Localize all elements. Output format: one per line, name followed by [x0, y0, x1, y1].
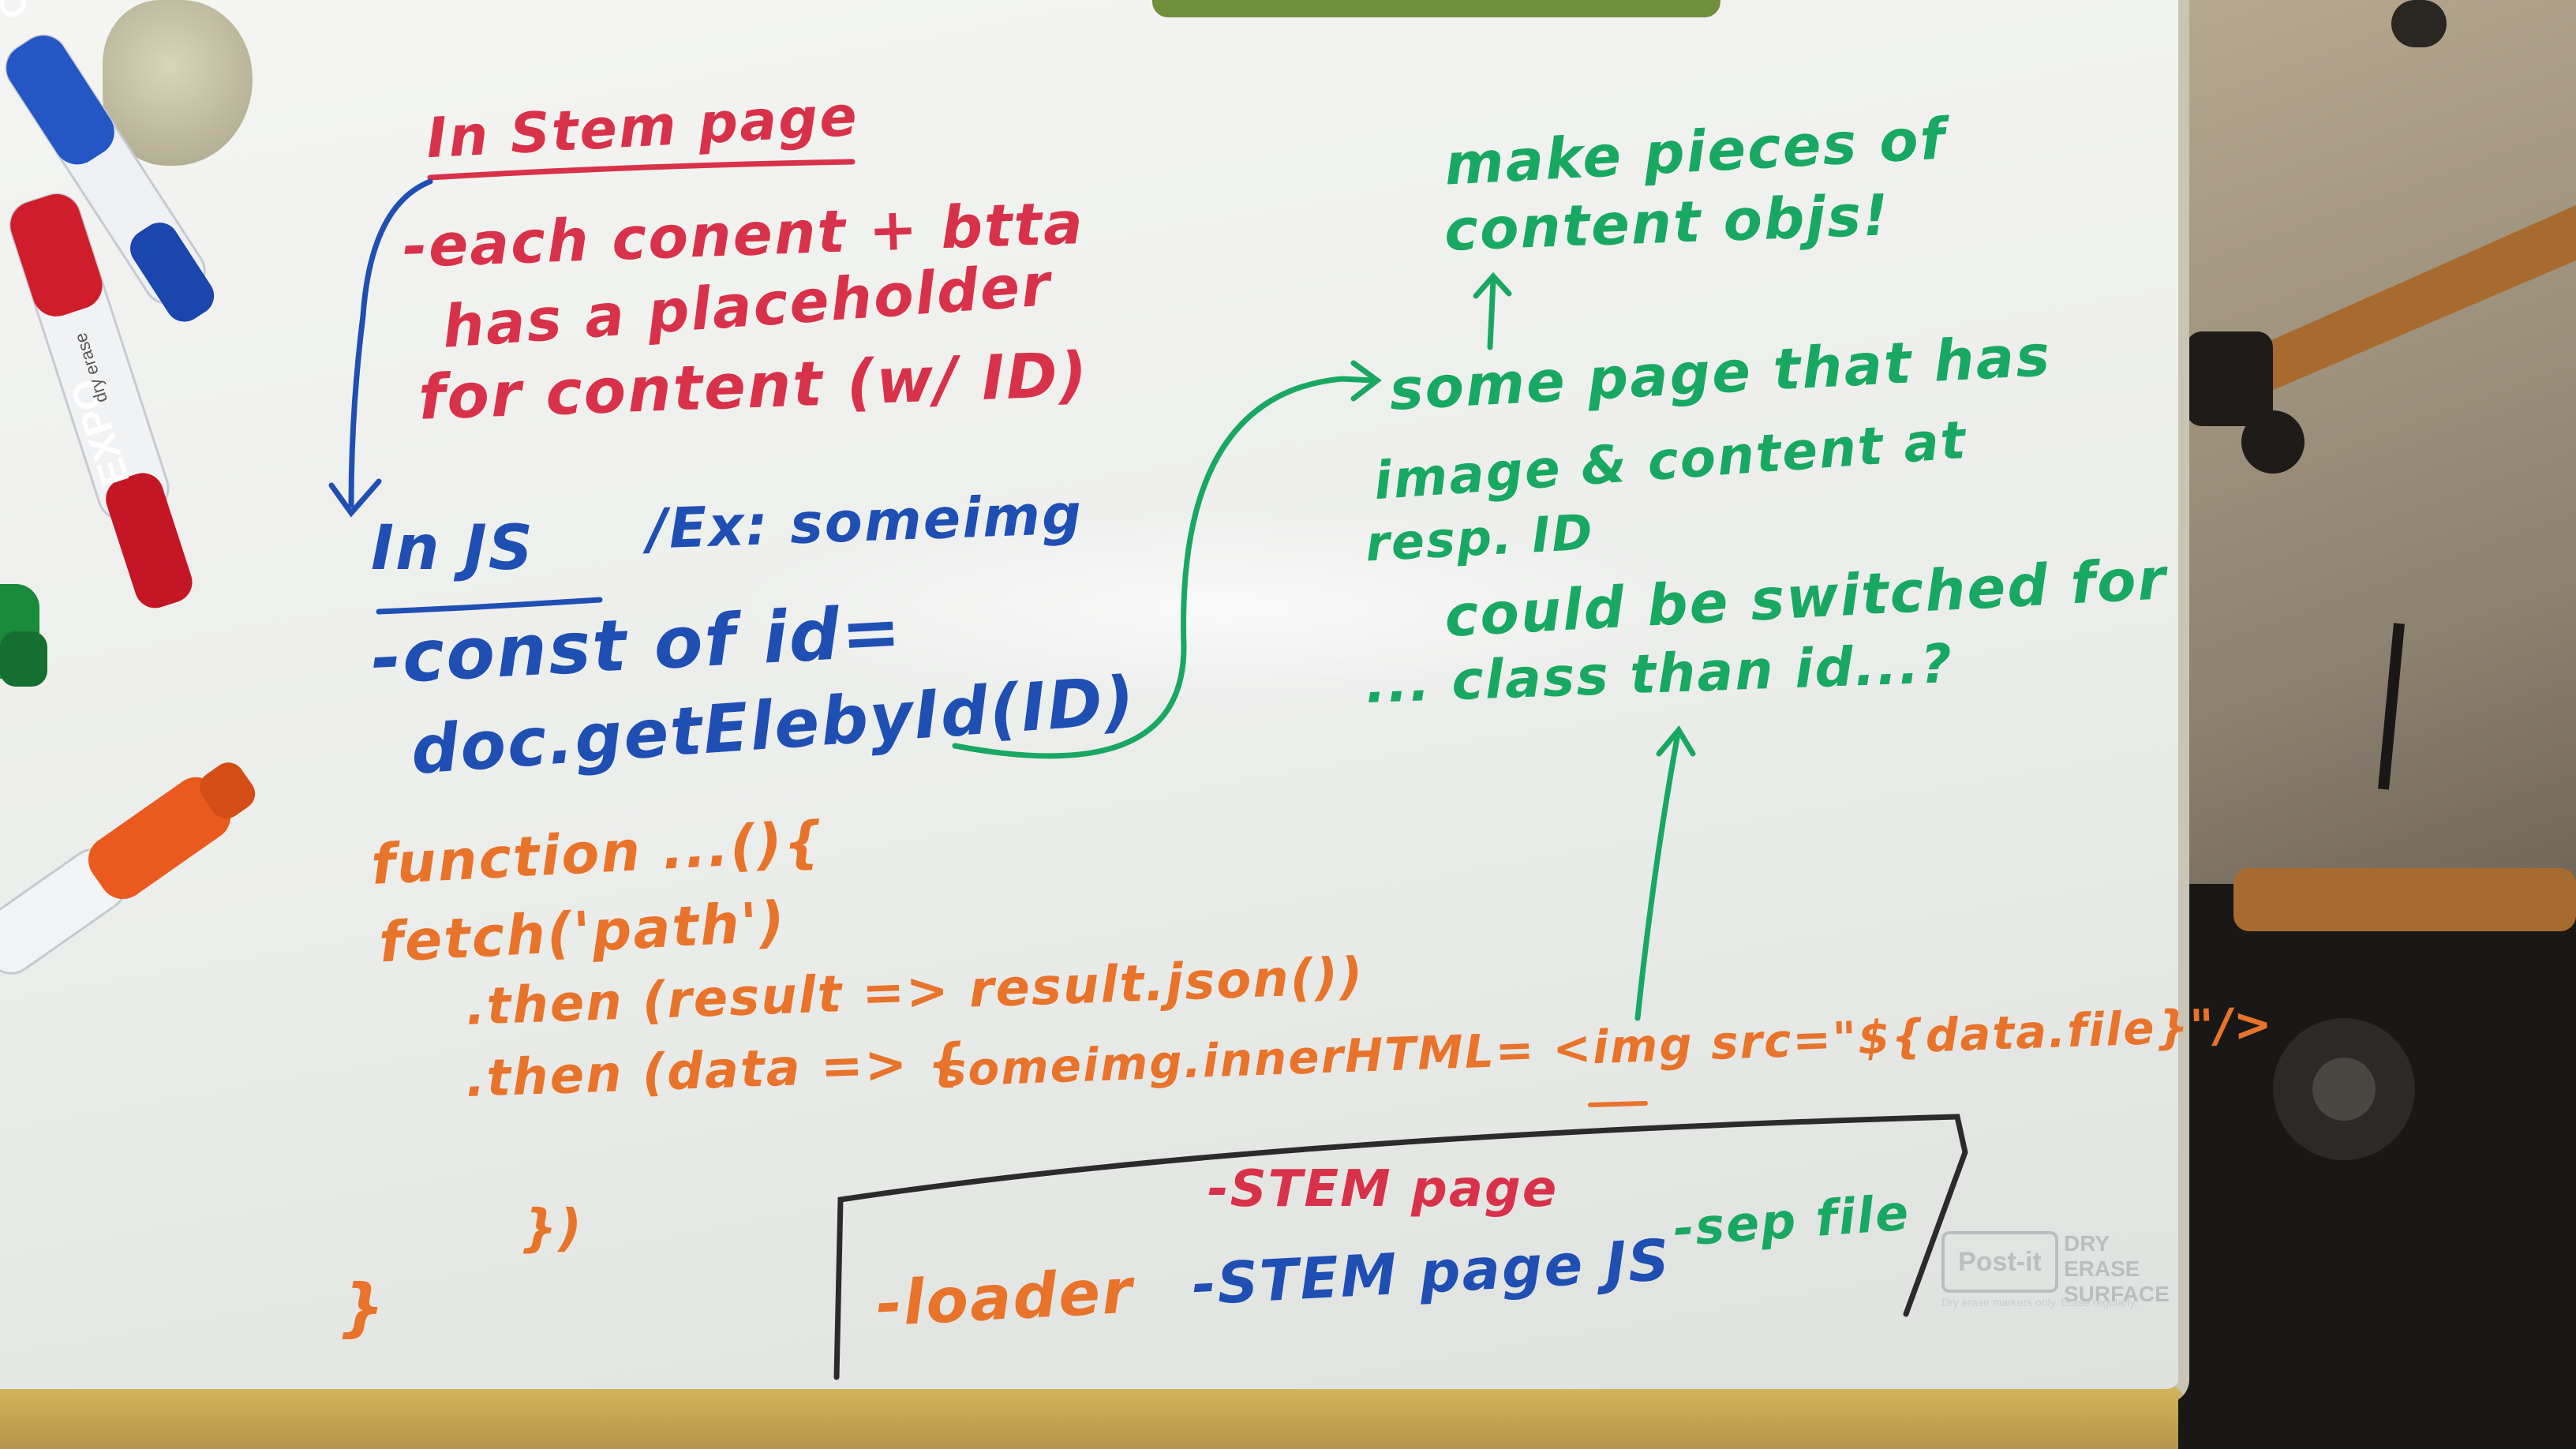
green-up-arrow	[1487, 277, 1496, 350]
red-marker: EXPO dry erase	[9, 193, 193, 608]
blue-bracket-arrow	[348, 178, 433, 508]
green-long-arrowhead	[1656, 724, 1696, 757]
orange-line-7: }	[339, 1271, 386, 1344]
whiteboard-edge	[0, 1389, 2178, 1449]
post-it-label: DRY ERASE SURFACE	[2064, 1231, 2170, 1306]
post-it-fine-print: Dry erase markers only. Erase regularly.	[1941, 1296, 2138, 1309]
light-glare	[710, 505, 1736, 710]
post-it-logo: Post-it	[1941, 1231, 2058, 1293]
black-box	[833, 1114, 1968, 1380]
boxed-loader: -loader	[874, 1256, 1136, 1341]
boxed-stem-page: -STEM page	[1208, 1160, 1559, 1219]
blue-heading: In JS	[371, 513, 534, 584]
orange-line-6: })	[521, 1200, 583, 1258]
green-mid-3: resp. ID	[1364, 503, 1596, 573]
green-connector-arrowhead	[1350, 360, 1382, 402]
green-up-arrowhead	[1473, 271, 1512, 299]
eraser-cloth	[103, 0, 253, 166]
green-long-arrow	[1634, 735, 1680, 1021]
post-it-sticker: Post-it DRY ERASE SURFACE Dry erase mark…	[1918, 1208, 2186, 1326]
green-connector	[952, 376, 1376, 759]
chair-silhouette	[2155, 0, 2576, 1449]
blue-arrowhead	[328, 478, 382, 518]
green-object	[1152, 0, 1720, 17]
orange-marker	[0, 762, 256, 975]
orange-underline	[1588, 1101, 1648, 1107]
green-marker	[0, 584, 47, 687]
red-underline	[427, 159, 856, 181]
markers-group: EXPO EXPO dry erase	[0, 0, 256, 975]
blue-underline	[376, 597, 603, 615]
